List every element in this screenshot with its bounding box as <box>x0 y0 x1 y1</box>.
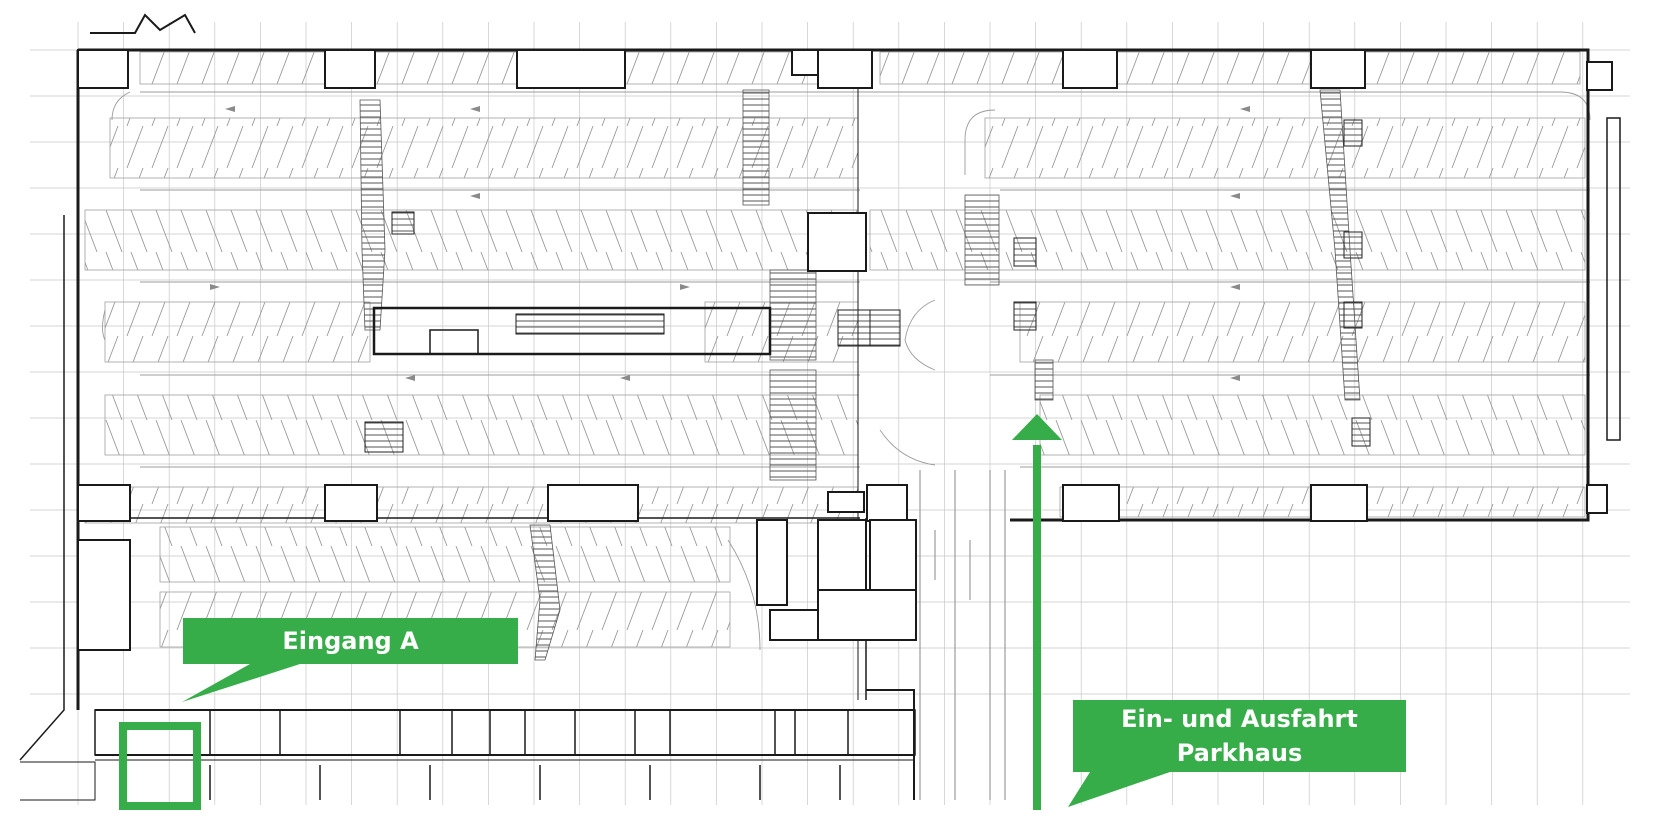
square-outline-icon <box>119 722 201 810</box>
stair-cores <box>77 49 1613 651</box>
garage-entry-exit-line1: Ein- und Ausfahrt <box>1121 705 1358 733</box>
garage-entry-exit-line2: Parkhaus <box>1176 739 1303 767</box>
callout-tail-eingang <box>182 664 300 702</box>
callout-tail-einfahrt <box>1068 772 1170 807</box>
garage-entry-exit-label: Ein- und Ausfahrt Parkhaus <box>1073 700 1406 772</box>
entrance-a-label: Eingang A <box>183 618 518 664</box>
up-arrow-icon <box>1012 414 1062 810</box>
road-markings <box>210 106 1250 381</box>
entrance-a-text: Eingang A <box>282 627 419 655</box>
ramps <box>359 89 1361 661</box>
central-block <box>372 306 772 356</box>
